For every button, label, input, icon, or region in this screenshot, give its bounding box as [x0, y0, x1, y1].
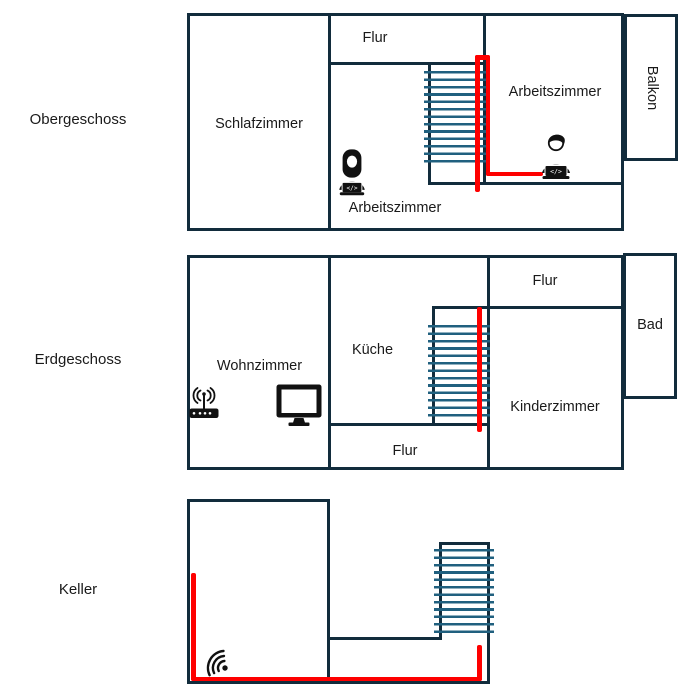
wall-segment	[428, 182, 624, 185]
floor-label-keller: Keller	[58, 580, 98, 598]
eg-outer-walls	[187, 255, 624, 470]
room-label-wohnzimmer: Wohnzimmer	[216, 358, 303, 375]
room-label-flur-og: Flur	[362, 30, 388, 47]
room-label-arbeitszimmer-top: Arbeitszimmer	[508, 84, 602, 101]
room-label-flur-eg-bottom: Flur	[392, 443, 418, 460]
person-coding-icon: </>	[538, 131, 574, 179]
wall-segment	[439, 542, 490, 545]
wall-segment	[328, 62, 486, 65]
room-label-bad: Bad	[637, 317, 663, 334]
wifi-signal-icon	[200, 642, 234, 678]
keller-staircase	[434, 549, 494, 636]
wall-segment	[328, 255, 331, 470]
network-cable	[485, 55, 490, 176]
wall-segment	[328, 13, 331, 231]
keller-room	[187, 499, 330, 684]
network-cable	[485, 171, 543, 176]
wall-segment	[327, 637, 442, 640]
network-cable	[477, 645, 482, 681]
og-outer-walls	[187, 13, 624, 231]
network-cable	[475, 55, 480, 192]
network-cable	[191, 676, 482, 681]
eg-bad-room	[623, 253, 677, 399]
wall-segment	[432, 306, 624, 309]
room-label-kinderzimmer: Kinderzimmer	[510, 399, 600, 416]
room-label-schlafzimmer: Schlafzimmer	[215, 116, 303, 133]
og-balkon-room	[624, 14, 678, 161]
network-cable	[477, 307, 482, 432]
wall-segment	[327, 681, 490, 684]
room-label-balkon: Balkon	[624, 14, 678, 161]
desktop-monitor-icon	[276, 384, 322, 426]
wall-segment	[328, 423, 490, 426]
network-cable	[191, 573, 196, 681]
room-label-arbeitszimmer-bottom: Arbeitszimmer	[348, 200, 442, 217]
balkon-rotated-text: Balkon	[643, 65, 660, 110]
room-label-flur-eg-top: Flur	[532, 273, 558, 290]
floor-label-erdgeschoss: Erdgeschoss	[34, 350, 122, 368]
room-label-kueche: Küche	[351, 342, 394, 359]
network-cable	[475, 55, 490, 60]
laptop-code-glyph: </>	[346, 185, 357, 192]
person-coding-icon: </>	[336, 147, 368, 197]
laptop-code-glyph: </>	[550, 168, 562, 176]
floor-label-obergeschoss: Obergeschoss	[29, 110, 127, 128]
wifi-router-icon	[189, 385, 219, 419]
